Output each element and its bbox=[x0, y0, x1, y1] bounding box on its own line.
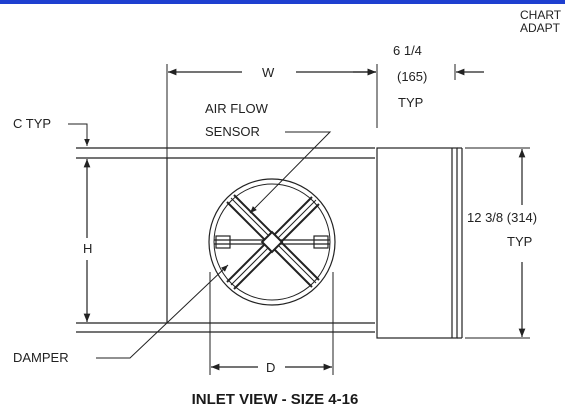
figure-caption: INLET VIEW - SIZE 4-16 bbox=[192, 391, 359, 408]
corner-note-line2: ADAPT bbox=[520, 21, 561, 35]
damper-leader bbox=[96, 264, 229, 359]
c-typ-leader bbox=[68, 123, 90, 146]
hub-center bbox=[260, 230, 284, 254]
right-height-label-2: TYP bbox=[507, 234, 532, 249]
right-height-label-1: 12 3/8 (314) bbox=[467, 210, 537, 225]
damper-label: DAMPER bbox=[13, 350, 69, 365]
corner-note-line1: CHART bbox=[520, 8, 562, 22]
air-flow-label-2: SENSOR bbox=[205, 124, 260, 139]
inlet-outer-circle bbox=[208, 178, 336, 306]
air-flow-leader bbox=[249, 131, 332, 214]
w-label: W bbox=[262, 65, 275, 80]
right-width-label-3: TYP bbox=[398, 95, 423, 110]
air-flow-label-1: AIR FLOW bbox=[205, 101, 269, 116]
side-box bbox=[376, 147, 458, 339]
right-width-label-1: 6 1/4 bbox=[393, 43, 422, 58]
right-width-label-2: (165) bbox=[397, 69, 427, 84]
c-typ-label: C TYP bbox=[13, 116, 51, 131]
h-label: H bbox=[83, 241, 92, 256]
inlet-inner-circle bbox=[213, 183, 331, 301]
d-label: D bbox=[266, 360, 275, 375]
